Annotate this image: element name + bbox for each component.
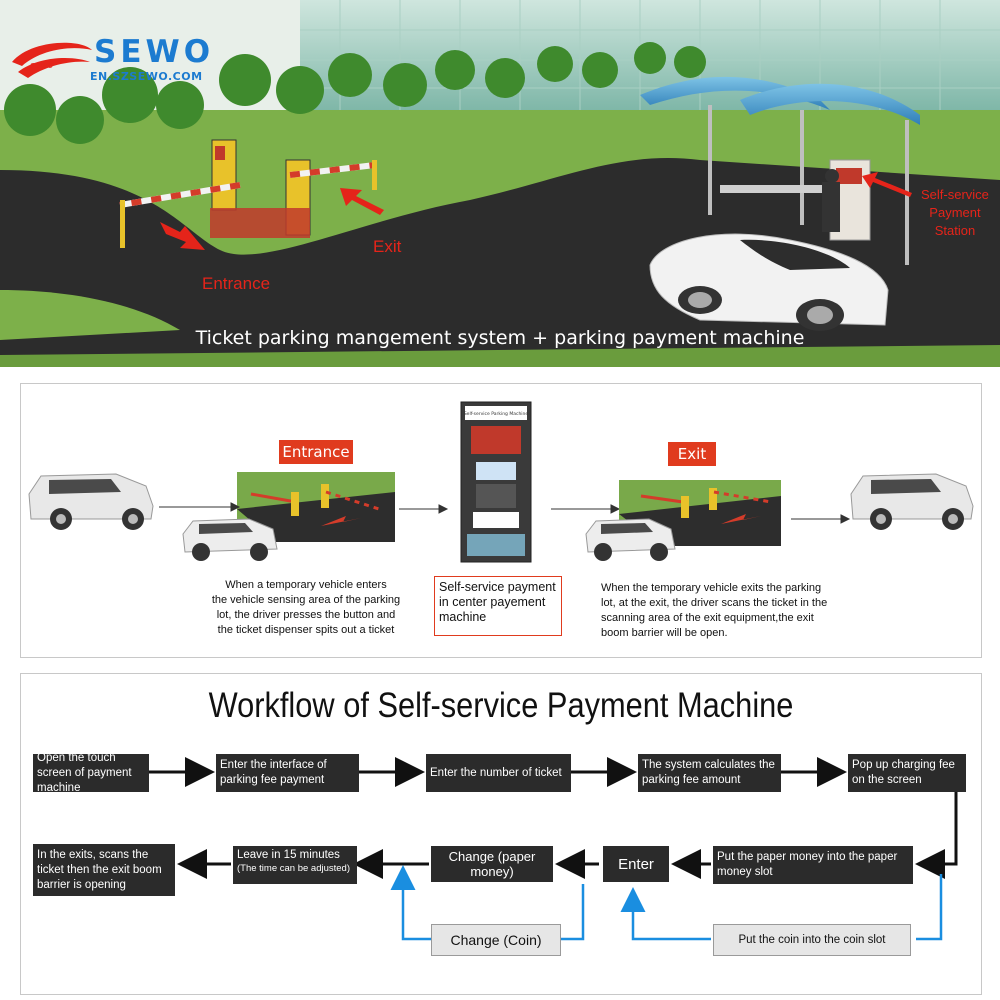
suv-car-entrance — [182, 518, 278, 561]
leave-note-text: (The time can be adjusted) — [237, 863, 351, 874]
entrance-scene-image — [237, 472, 395, 542]
step-enter: Enter — [603, 846, 669, 882]
exit-tag: Exit — [668, 442, 716, 466]
payment-machine-label: Self-service payment in center payement … — [434, 576, 562, 636]
machine-label-line: Self-service payment — [439, 580, 556, 594]
step-leave-in-15-minutes: Leave in 15 minutes (The time can be adj… — [233, 846, 357, 884]
brand-logo[interactable]: SEWO EN.SZSEWO.COM — [10, 34, 230, 94]
entrance-tag: Entrance — [279, 440, 353, 464]
workflow-connectors — [149, 757, 958, 941]
workflow-title: Workflow of Self-service Payment Machine — [208, 686, 794, 725]
exit-label: Exit — [373, 237, 402, 256]
machine-label-line: in center payement — [439, 595, 546, 609]
process-arrows — [159, 502, 851, 524]
step-calculate-fee: The system calculates the parking fee am… — [638, 754, 781, 792]
entrance-label: Entrance — [202, 274, 271, 293]
logo-url-text: EN.SZSEWO.COM — [90, 70, 203, 83]
machine-label-line: machine — [439, 610, 487, 624]
parking-scene: sewo — [0, 0, 1000, 367]
top-caption: Ticket parking mangement system + parkin… — [195, 327, 805, 349]
suv-car-left — [28, 473, 154, 530]
station-label-line: Payment — [929, 205, 981, 220]
step-put-coin: Put the coin into the coin slot — [713, 924, 911, 956]
desc-line: lot, at the exit, the driver scans the t… — [601, 597, 828, 609]
payment-machine-image: Self-service Parking Machine — [460, 401, 532, 563]
canopy-station — [640, 76, 920, 265]
desc-line: the vehicle sensing area of the parking — [211, 594, 401, 606]
process-illustrations: Self-service Parking Machine — [28, 401, 974, 563]
leave-main-text: Leave in 15 minutes — [237, 849, 340, 861]
exit-description: When the temporary vehicle exits the par… — [601, 581, 841, 641]
desc-line: scanning area of the exit equipment,the … — [601, 612, 814, 624]
desc-line: When the temporary vehicle exits the par… — [601, 582, 822, 594]
parking-lot-illustration: sewo SEWO EN.SZSEWO.COM Entrance Exit Se… — [0, 0, 1000, 367]
logo-brand-text: SEWO — [94, 34, 215, 70]
white-sports-car — [649, 233, 889, 331]
desc-line: When a temporary vehicle enters — [225, 579, 387, 591]
logo-swoosh-icon: sewo — [12, 42, 92, 78]
station-label: Self-service Payment Station — [921, 186, 989, 240]
suv-car-right — [850, 473, 974, 530]
tree-row — [4, 42, 706, 144]
step-exit-scan-ticket: In the exits, scans the ticket then the … — [33, 844, 175, 896]
step-change-coin: Change (Coin) — [431, 924, 561, 956]
step-enter-ticket-number: Enter the number of ticket — [426, 754, 571, 792]
desc-line: the ticket dispenser spits out a ticket — [217, 624, 395, 636]
step-open-touch-screen: Open the touch screen of payment machine — [33, 752, 149, 794]
station-label-line: Station — [934, 223, 976, 238]
workflow-panel: Workflow of Self-service Payment Machine — [20, 673, 982, 995]
entry-exit-process-panel: Self-service Parking Machine Entrance Ex… — [20, 383, 982, 658]
machine-screen-title: Self-service Parking Machine — [464, 411, 529, 417]
barrier-gates — [119, 139, 377, 248]
step-put-paper-money: Put the paper money into the paper money… — [713, 846, 913, 884]
step-enter-payment-interface: Enter the interface of parking fee payme… — [216, 754, 359, 792]
step-change-paper-money: Change (paper money) — [431, 846, 553, 882]
entrance-description: When a temporary vehicle enters the vehi… — [206, 578, 406, 638]
desc-line: boom barrier will be open. — [601, 627, 728, 639]
step-show-charging-fee: Pop up charging fee on the screen — [848, 754, 966, 792]
suv-car-exit — [585, 518, 676, 561]
desc-line: lot, the driver presses the button and — [216, 609, 396, 621]
station-label-line: Self-service — [921, 187, 989, 202]
svg-text:sewo: sewo — [30, 61, 54, 71]
direction-arrows — [160, 172, 912, 250]
